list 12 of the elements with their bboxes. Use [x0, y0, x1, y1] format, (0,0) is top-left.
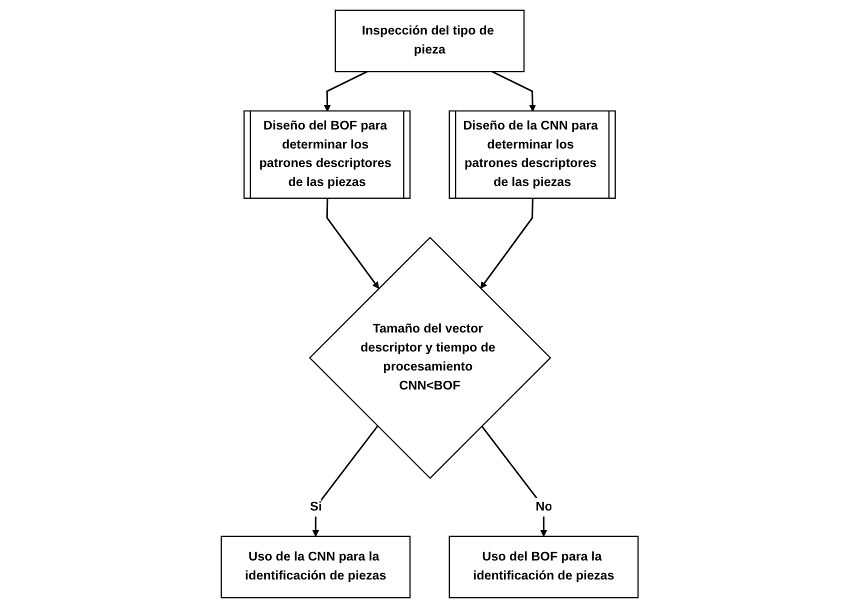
node-box: Inspección del tipo de pieza	[334, 10, 524, 72]
arrow	[312, 426, 378, 537]
node-box: Uso de la CNN para la identificación de piezas	[220, 536, 410, 598]
node-diamond: Tamaño del vector descriptor y tiempo de procesamiento CNN<BOF	[308, 236, 552, 479]
edge-label: No	[535, 500, 552, 514]
arrow	[492, 70, 536, 112]
edge-label: Si	[310, 500, 322, 514]
node-box: Uso del BOF para la identificación de piezas	[448, 536, 638, 598]
arrow	[480, 426, 547, 537]
arrow	[480, 198, 534, 289]
arrow	[326, 198, 379, 289]
arrow	[324, 70, 368, 112]
